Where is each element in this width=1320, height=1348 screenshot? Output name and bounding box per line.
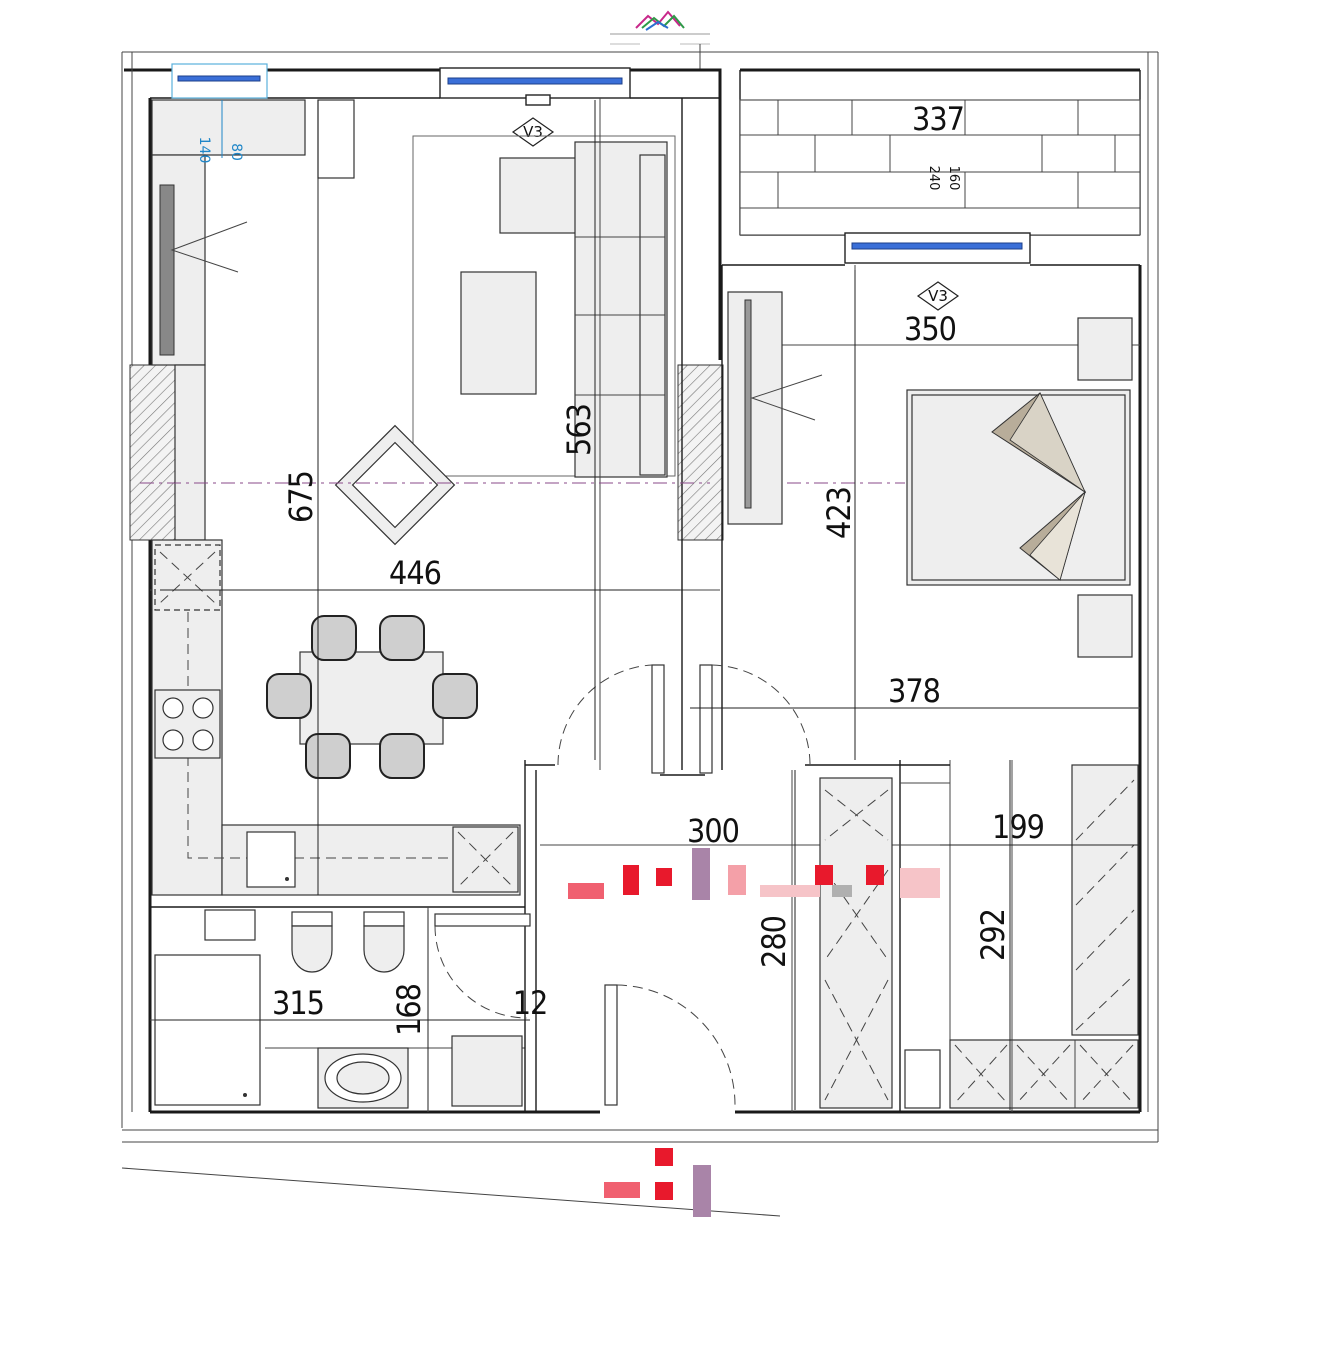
armchair	[334, 424, 456, 546]
outer-boundary	[121, 44, 1159, 1217]
dim-140: 140	[196, 137, 212, 164]
sofa	[499, 141, 668, 478]
double-bed	[906, 317, 1133, 658]
dim-675: 675	[282, 471, 320, 523]
kitchen-counter	[151, 539, 521, 896]
dim-563: 563	[560, 404, 598, 456]
rug	[412, 135, 676, 477]
dim-350: 350	[904, 310, 956, 348]
bedroom-tv-unit	[727, 291, 823, 525]
dim-300: 300	[687, 812, 739, 850]
dim-315: 315	[272, 984, 324, 1022]
hall-wardrobe	[819, 777, 893, 1109]
redaction-overlay	[568, 848, 940, 1217]
living-window	[439, 67, 631, 106]
bedroom-window	[844, 232, 1031, 264]
dim-160: 160	[946, 166, 961, 191]
window-tag-living: V3	[511, 117, 555, 147]
door-living-hall[interactable]	[557, 664, 811, 774]
dim-378: 378	[888, 672, 940, 710]
logo-icon	[610, 10, 710, 45]
dining-set	[266, 615, 478, 779]
dim-168: 168	[390, 984, 428, 1036]
window-tag-bedroom: V3	[916, 281, 960, 311]
dim-292: 292	[974, 909, 1012, 961]
balcony-pavers	[739, 99, 1141, 236]
svg-text:V3: V3	[523, 123, 543, 141]
bidet-icon	[363, 925, 405, 973]
kitchen-window	[171, 63, 268, 99]
cooktop-icon	[154, 689, 221, 759]
door-bathroom[interactable]	[434, 913, 531, 1019]
dim-240: 240	[926, 166, 941, 191]
toilet-icon	[291, 925, 333, 973]
bathroom-fixtures	[154, 909, 523, 1109]
tv-unit	[151, 99, 355, 541]
dim-337: 337	[912, 100, 964, 138]
dim-80: 80	[228, 143, 244, 161]
dim-12: 12	[513, 984, 548, 1022]
dim-199: 199	[992, 808, 1044, 846]
svg-text:V3: V3	[928, 287, 948, 305]
bedroom-wardrobe	[904, 764, 1139, 1109]
dim-423: 423	[820, 487, 858, 539]
door-entrance[interactable]	[604, 984, 736, 1106]
dim-446: 446	[389, 554, 441, 592]
coffee-table	[460, 271, 537, 395]
dimension-lines	[155, 100, 1140, 1110]
dim-280: 280	[755, 916, 793, 968]
hatched-pillars	[129, 364, 724, 541]
